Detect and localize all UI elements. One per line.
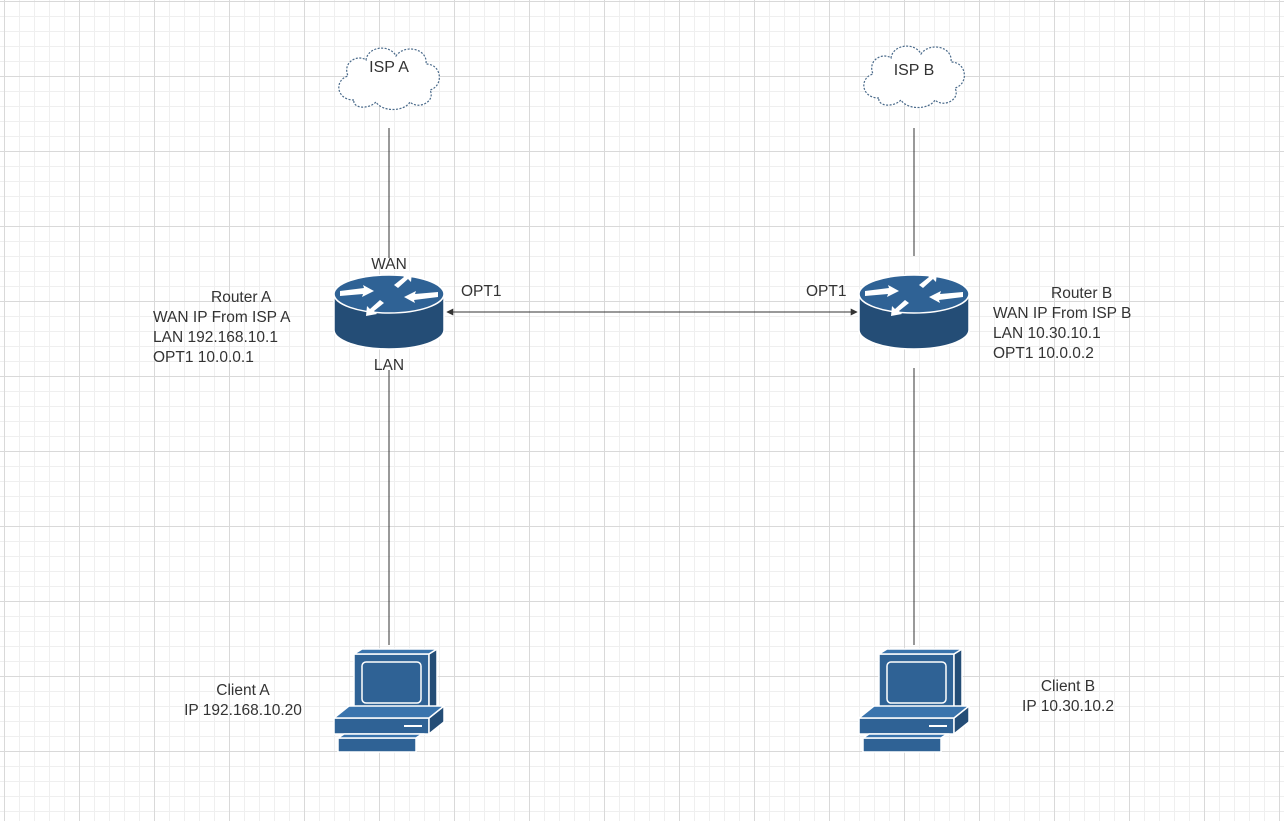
router-b-opt1-port-label: OPT1 (806, 283, 847, 300)
isp-b-label: ISP B (893, 62, 935, 79)
client-b-ip: IP 10.30.10.2 (1022, 698, 1114, 715)
router-a-lan-ip: LAN 192.168.10.1 (153, 329, 278, 346)
router-a-wan-port-label: WAN (371, 256, 407, 273)
client-b-computer-icon (858, 648, 970, 753)
client-a-ip: IP 192.168.10.20 (184, 702, 302, 719)
router-b-name: Router B (1051, 285, 1113, 302)
client-a-name: Client A (216, 682, 270, 699)
router-b-icon (858, 271, 970, 350)
router-b-wan-ip: WAN IP From ISP B (993, 305, 1132, 322)
router-a-opt1-port-label: OPT1 (461, 283, 502, 300)
links (388, 128, 915, 645)
isp-a-label: ISP A (369, 59, 409, 76)
router-a-opt1-ip: OPT1 10.0.0.1 (153, 349, 254, 366)
client-a-computer-icon (333, 648, 445, 753)
router-b-opt1-ip: OPT1 10.0.0.2 (993, 345, 1094, 362)
router-a-lan-port-label: LAN (373, 357, 405, 374)
router-a-wan-ip: WAN IP From ISP A (153, 309, 291, 326)
router-a-name: Router A (211, 289, 272, 306)
router-a-icon (333, 271, 445, 350)
client-b-name: Client B (1040, 678, 1096, 695)
router-b-lan-ip: LAN 10.30.10.1 (993, 325, 1101, 342)
